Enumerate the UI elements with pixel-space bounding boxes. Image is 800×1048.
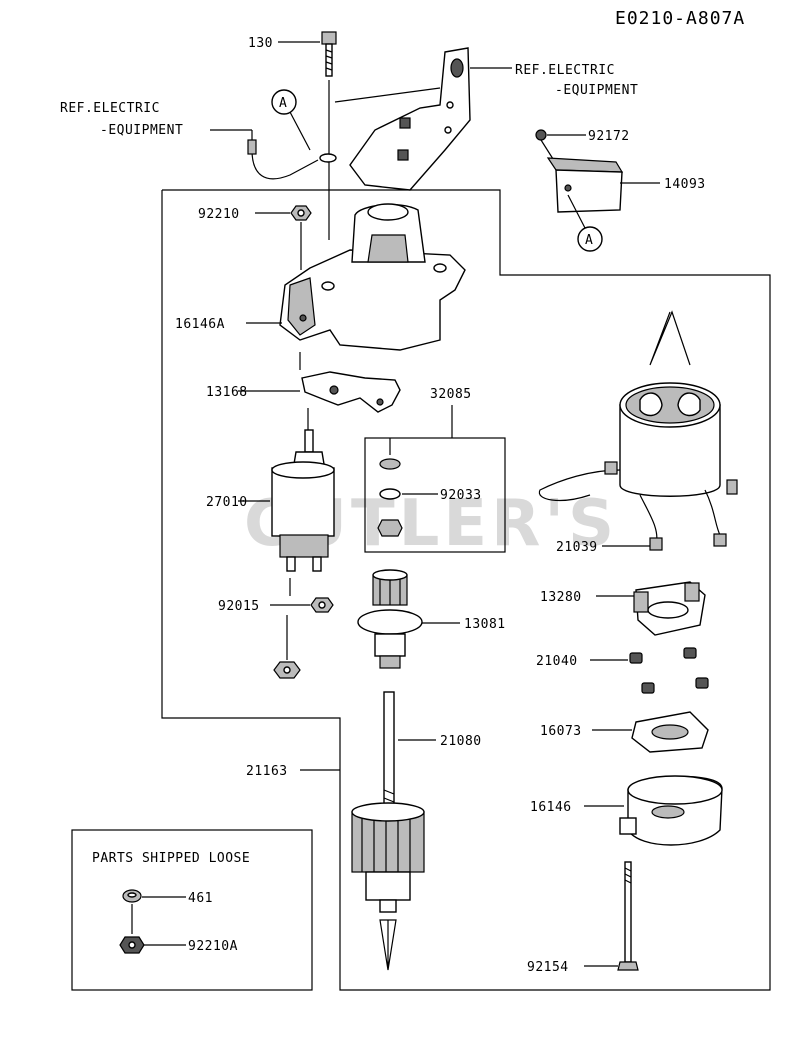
parts-shipped-loose-box (71, 829, 313, 991)
label-21039: 21039 (556, 540, 598, 555)
loose-box-title: PARTS SHIPPED LOOSE (92, 851, 250, 866)
label-32085: 32085 (430, 387, 472, 402)
label-14093: 14093 (664, 177, 706, 192)
diagram-code: E0210-A807A (615, 8, 745, 29)
spring-21040-d (695, 677, 709, 689)
link-bracket (334, 87, 441, 103)
label-21163: 21163 (246, 764, 288, 779)
callout-a-right-label: A (585, 233, 593, 248)
label-92210: 92210 (198, 207, 240, 222)
label-92210A: 92210A (188, 939, 238, 954)
nut-32085 (377, 519, 403, 537)
label-13280: 13280 (540, 590, 582, 605)
label-92033: 92033 (440, 488, 482, 503)
ref-electric-2-line2: -EQUIPMENT (555, 83, 638, 98)
housing-16146A (279, 203, 466, 351)
wire-terminal (247, 139, 257, 155)
kit-32085-box (364, 437, 506, 553)
spring-21040-c (641, 682, 655, 694)
brush-holder-13280 (633, 581, 706, 636)
screw-92172 (535, 129, 547, 141)
ref-electric-2-line1: REF.ELECTRIC (515, 63, 615, 78)
pinion-13081 (357, 569, 423, 669)
ground-wire (251, 130, 319, 180)
label-16146A: 16146A (175, 317, 225, 332)
ring-92033 (379, 488, 401, 500)
label-13168: 13168 (206, 385, 248, 400)
nut-92210A (119, 936, 145, 954)
bolt-130 (321, 31, 337, 77)
nut-92015-b (273, 661, 301, 679)
leader-callout-a-left (289, 111, 311, 151)
label-13081: 13081 (464, 617, 506, 632)
nut-92015-a (310, 597, 334, 613)
label-92154: 92154 (527, 960, 569, 975)
ref-electric-1-line1: REF.ELECTRIC (60, 101, 160, 116)
label-16073: 16073 (540, 724, 582, 739)
label-92172: 92172 (588, 129, 630, 144)
washer-461 (122, 889, 142, 903)
nut-92210 (290, 205, 312, 221)
washer-32085 (379, 458, 401, 470)
callout-a-right (577, 226, 603, 252)
label-21040: 21040 (536, 654, 578, 669)
lever-13168 (301, 371, 401, 413)
plate-14093 (546, 157, 624, 213)
leader-callout-a-right (567, 194, 586, 229)
label-130: 130 (248, 36, 273, 51)
callout-a-left-label: A (279, 96, 287, 111)
label-21080: 21080 (440, 734, 482, 749)
label-461: 461 (188, 891, 213, 906)
ref-electric-1-line2: -EQUIPMENT (100, 123, 183, 138)
label-16146: 16146 (530, 800, 572, 815)
spring-21040-b (683, 647, 697, 659)
callout-a-left (271, 89, 297, 115)
washer (319, 153, 337, 163)
plate-16073 (631, 711, 709, 753)
armature-21163 (351, 691, 425, 913)
mounting-bracket (349, 47, 471, 191)
through-bolt-92154 (617, 861, 639, 971)
yoke-21039 (538, 382, 738, 551)
label-27010: 27010 (206, 495, 248, 510)
armature-end-arrow (379, 919, 397, 971)
solenoid-27010 (271, 429, 335, 572)
end-cover-16146 (619, 775, 723, 846)
assembly-boundary (161, 189, 771, 991)
label-92015: 92015 (218, 599, 260, 614)
spring-21040-a (629, 652, 643, 664)
yoke-axis-arrow (649, 310, 691, 366)
